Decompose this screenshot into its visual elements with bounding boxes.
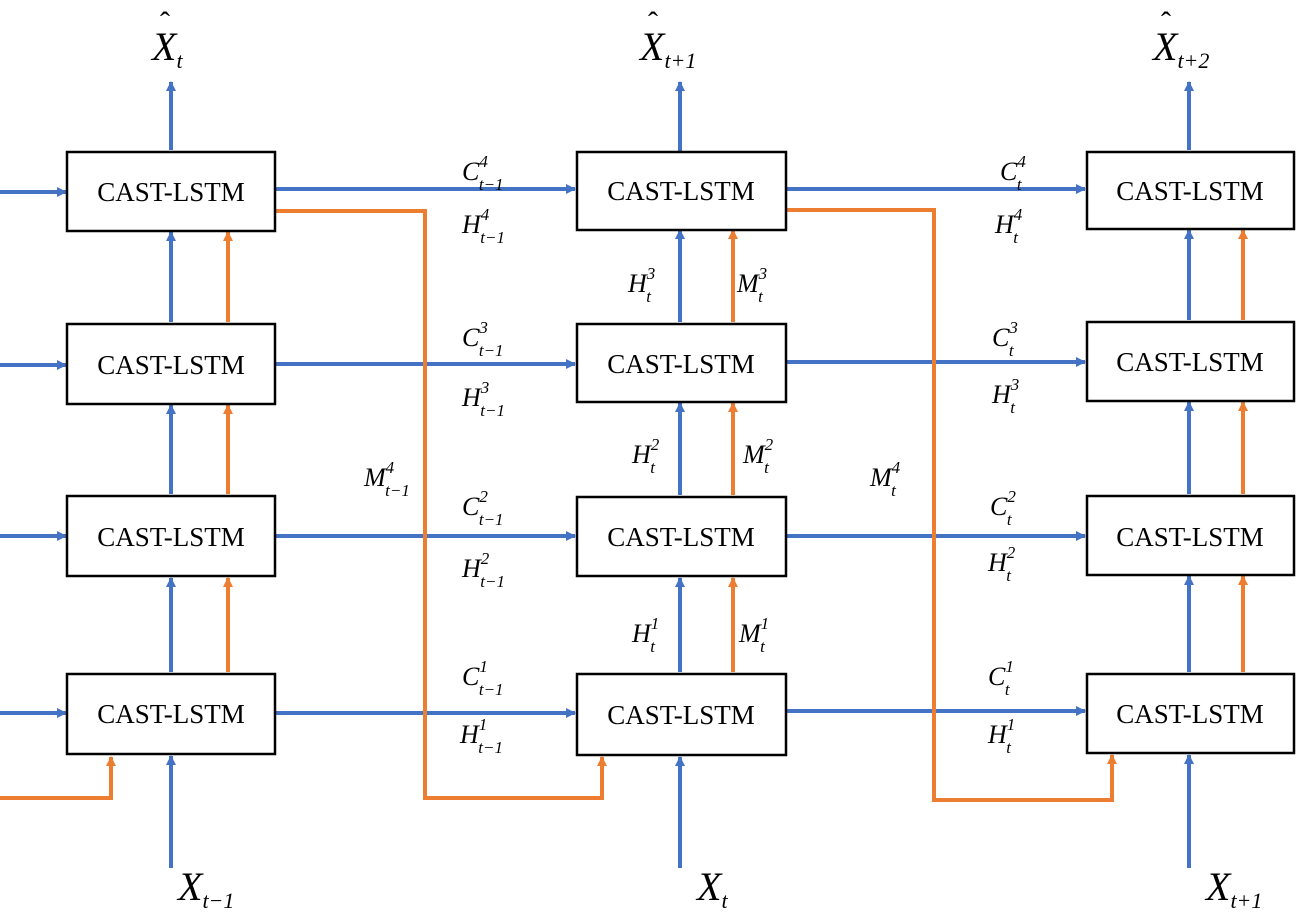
cell-col1-layer4: [65, 150, 277, 233]
output-label-col2: Xt+1: [638, 24, 696, 73]
cell-col3-layer3: [1085, 320, 1296, 403]
cell-label: CAST-LSTM: [607, 176, 755, 206]
cell-label: CAST-LSTM: [97, 699, 245, 729]
cell-col2-layer3: [575, 322, 788, 404]
cell-grid: CAST-LSTM CAST-LSTM CAST-LSTM CAST-LSTM …: [65, 150, 1296, 757]
cell-label: CAST-LSTM: [607, 700, 755, 730]
cell-col3-layer4: [1085, 150, 1296, 231]
memory-arrows: [0, 208, 1248, 802]
cell-label: CAST-LSTM: [1116, 522, 1264, 552]
cell-col2-layer4: [575, 150, 788, 232]
cell-label: CAST-LSTM: [607, 349, 755, 379]
output-hat-col1: ˆ: [160, 6, 170, 39]
input-label-col2: Xt: [695, 864, 728, 913]
output-label-col1: Xt: [150, 24, 183, 73]
cell-label: CAST-LSTM: [97, 522, 245, 552]
cell-col2-layer1: [575, 672, 788, 757]
cell-label: CAST-LSTM: [1116, 699, 1264, 729]
cell-label: CAST-LSTM: [1116, 347, 1264, 377]
memory-path-col2-to-col3: [786, 208, 1117, 802]
cell-col2-layer2: [575, 495, 788, 578]
input-label-col3: Xt+1: [1204, 864, 1262, 913]
output-hat-col3: ˆ: [1161, 6, 1171, 39]
cell-col1-layer1: [65, 672, 277, 756]
cell-label: CAST-LSTM: [1116, 176, 1264, 206]
output-labels: Xt ˆ Xt+1 ˆ Xt+2 ˆ: [150, 6, 1209, 73]
output-label-col3: Xt+2: [1151, 24, 1209, 73]
input-labels: Xt−1 Xt Xt+1: [176, 864, 1262, 913]
cell-col3-layer1: [1085, 672, 1296, 755]
memory-path-col1-to-col2: [276, 209, 607, 800]
cell-col3-layer2: [1085, 494, 1296, 577]
input-label-col1: Xt−1: [176, 864, 234, 913]
cell-label: CAST-LSTM: [97, 177, 245, 207]
cell-label: CAST-LSTM: [97, 350, 245, 380]
cell-col1-layer3: [65, 322, 277, 406]
cell-label: CAST-LSTM: [607, 522, 755, 552]
cell-col1-layer2: [65, 494, 277, 578]
output-hat-col2: ˆ: [648, 6, 658, 39]
memory-path-incoming: [0, 756, 116, 800]
